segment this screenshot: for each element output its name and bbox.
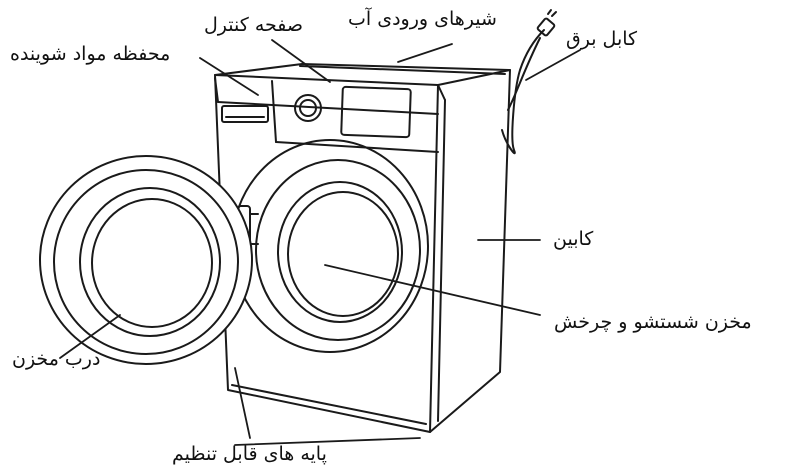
- label-detergent-drawer: محفظه مواد شوینده: [10, 45, 170, 64]
- label-drum: مخزن شستشو و چرخش: [554, 313, 752, 332]
- detergent-drawer-shape: [222, 106, 268, 122]
- label-water-inlet-valves: شیرهای ورودی آب: [348, 10, 497, 29]
- cabinet-outline: [215, 64, 510, 432]
- door-opening: [232, 140, 428, 352]
- leader-water-inlet: [398, 44, 452, 62]
- label-adjustable-feet: پایه های قابل تنظیم: [172, 445, 327, 464]
- label-power-cable: کابل برق: [566, 30, 637, 49]
- drum-door-shape: [40, 156, 252, 364]
- label-cabinet: کابین: [553, 230, 593, 249]
- leader-foot-left: [235, 368, 250, 438]
- label-drum-door: درب مخزن: [12, 350, 100, 369]
- label-control-panel: صفحه کنترل: [204, 16, 303, 35]
- leader-power-cable: [526, 50, 580, 80]
